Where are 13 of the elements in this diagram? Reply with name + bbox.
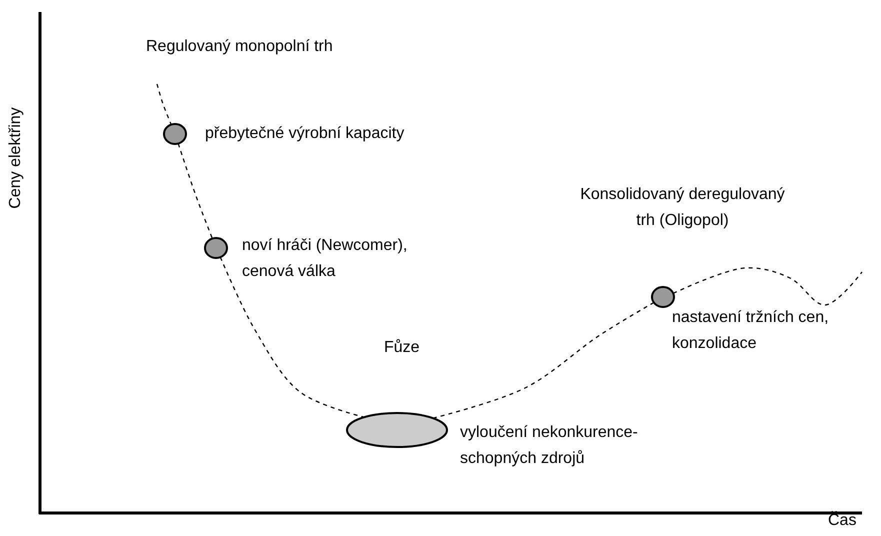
annotation-text: přebytečné výrobní kapacity (205, 124, 404, 144)
annotation-text: vyloučení nekonkurence-schopných zdrojů (460, 423, 639, 469)
dashed-curve (432, 302, 654, 419)
stage-label: Regulovaný monopolní trh (146, 37, 333, 57)
stage-label: Konsolidovaný deregulovaný trh (Oligopol) (579, 185, 786, 231)
dashed-curve (178, 143, 213, 239)
dashed-curve (673, 267, 862, 306)
annotation-text: noví hráči (Newcomer), cenová válka (242, 236, 408, 282)
dashed-curve (156, 84, 172, 125)
axis-title: Ceny elektřiny (6, 107, 25, 209)
dashed-curve (220, 256, 364, 418)
annotation-text: nastavení tržních cen, konzolidace (672, 308, 830, 354)
annotation-text: Fůze (384, 338, 420, 358)
